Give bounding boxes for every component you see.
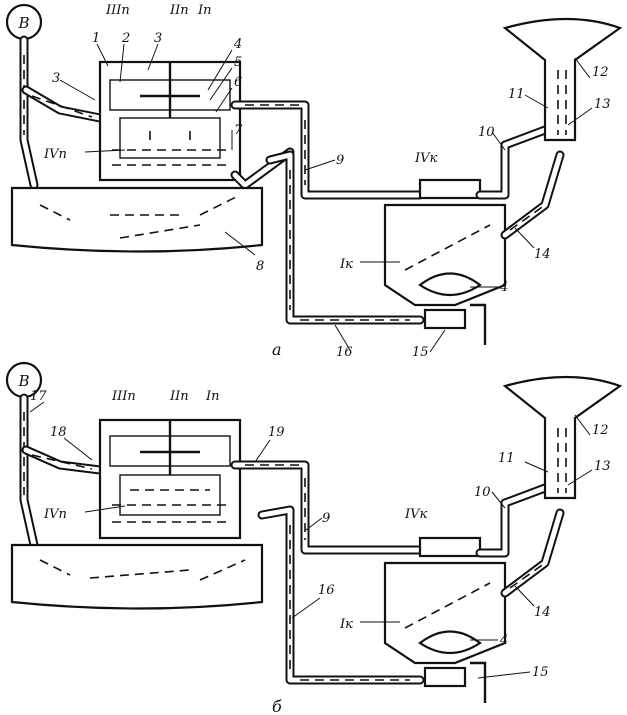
label-14-a: 14 [534, 247, 551, 262]
tank-8-b [10, 543, 264, 610]
label-5-a: 5 [234, 55, 242, 70]
label-11-b: 11 [498, 451, 515, 466]
label-IIp-b: IIп [169, 389, 189, 404]
funnel-12-b [502, 375, 623, 500]
tank-8-a [10, 186, 264, 253]
label-9-a: 9 [336, 153, 344, 168]
label-4-a: 4 [233, 37, 242, 52]
air-symbol-a: В [17, 14, 29, 32]
caption-b: б [272, 697, 282, 715]
funnel-12-a [502, 17, 623, 142]
label-16-a: 16 [336, 345, 353, 360]
label-Ik-a: Iк [339, 257, 353, 272]
label-IIp-a: IIп [169, 3, 189, 18]
pipe-19-b [230, 460, 425, 555]
pipe-10-b [475, 483, 565, 598]
pipe-to-valve-a [21, 85, 105, 123]
label-4b-a: 4 [499, 280, 508, 295]
label-15-a: 15 [412, 345, 429, 360]
leader-lines-b [29, 401, 593, 679]
pipe-10-a [475, 125, 565, 240]
pipe-supply-b [19, 393, 39, 550]
air-source-a: В [5, 3, 43, 41]
label-12-b: 12 [592, 423, 609, 438]
diagram-b: В [5, 361, 623, 715]
caption-a: а [272, 340, 282, 359]
label-19-b: 19 [268, 425, 285, 440]
label-12-a: 12 [592, 65, 609, 80]
label-16-b: 16 [318, 583, 335, 598]
label-IIIp-b: IIIп [111, 389, 136, 404]
label-Ik-b: Iк [339, 617, 353, 632]
label-9-b: 9 [322, 511, 330, 526]
label-Ip-a: Iп [197, 3, 212, 18]
label-10-a: 10 [478, 125, 495, 140]
label-IVp-a: IVп [43, 147, 67, 162]
diagram-a: В [5, 3, 623, 360]
label-7-a: 7 [234, 123, 243, 138]
label-11-a: 11 [508, 87, 525, 102]
pipe-16-b [257, 505, 425, 685]
label-2-a: 2 [121, 31, 130, 46]
leader-lines-a [59, 43, 593, 353]
label-IVp-b: IVп [43, 507, 67, 522]
pipe-supply-a [19, 35, 39, 190]
air-symbol-b: В [17, 372, 29, 390]
label-15-b: 15 [532, 665, 549, 680]
pipe-to-valve-b [21, 445, 105, 475]
label-4-b: 4 [499, 633, 508, 648]
label-IIIp-a: IIIп [105, 3, 130, 18]
label-3a-a: 3 [52, 71, 60, 86]
label-13-a: 13 [594, 97, 611, 112]
pipe-9-a [230, 100, 425, 200]
label-IVk-b: IVк [404, 507, 428, 522]
compressor-a [383, 178, 507, 345]
valve-assembly-b [98, 418, 242, 540]
label-8-a: 8 [256, 259, 264, 274]
label-10-b: 10 [474, 485, 491, 500]
label-18-b: 18 [50, 425, 67, 440]
label-17-b: 17 [30, 389, 47, 404]
compressor-b [383, 536, 507, 703]
label-IVk-a: IVк [414, 151, 438, 166]
label-3b-a: 3 [154, 31, 162, 46]
label-14-b: 14 [534, 605, 551, 620]
pipe-16-a [265, 150, 425, 325]
valve-assembly-a [98, 60, 242, 182]
label-13-b: 13 [594, 459, 611, 474]
label-6-a: 6 [234, 75, 242, 90]
label-Ip-b: Iп [205, 389, 220, 404]
label-1-a: 1 [92, 31, 100, 46]
